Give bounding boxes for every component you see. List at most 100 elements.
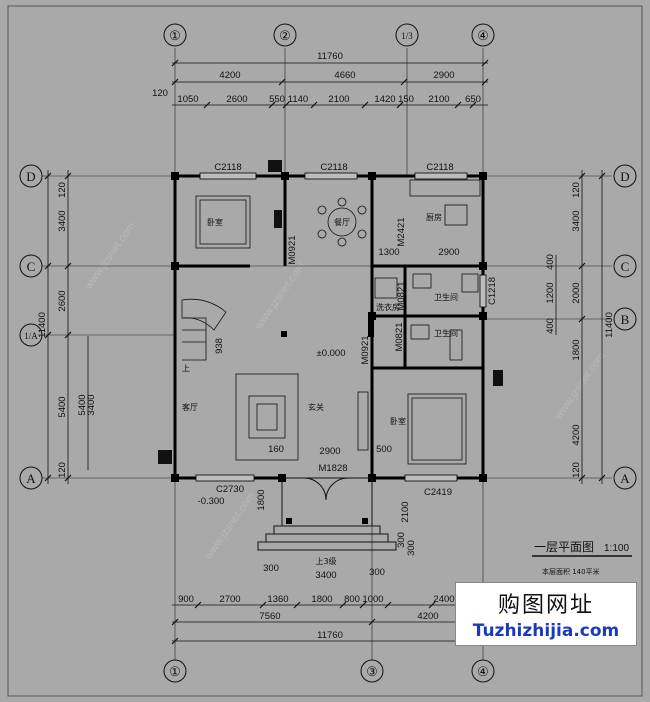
- dim-top-small: 2100: [428, 94, 449, 105]
- room-label: 餐厅: [334, 218, 350, 227]
- dim-bottom-small: 2700: [219, 594, 240, 605]
- dim-left: 120: [57, 462, 68, 478]
- misc-dim: 1800: [256, 489, 267, 510]
- axis-label-top: 1/3: [401, 31, 413, 41]
- drawing-scale: 1:100: [604, 543, 629, 554]
- misc-dim: 160: [268, 444, 284, 455]
- dim-right: 120: [571, 462, 582, 478]
- misc-dim: 300: [406, 540, 417, 556]
- dim-top-small: 1140: [288, 94, 308, 105]
- floor-area: 本层面积 140平米: [542, 567, 600, 576]
- dim-right: 4200: [571, 424, 582, 445]
- door-tag: M1828: [318, 463, 347, 474]
- axis-label-left: 1/A: [24, 331, 38, 341]
- watermark-cn: 购图网址: [497, 593, 594, 618]
- dim-right: 3400: [571, 210, 582, 231]
- dim-bottom-mid: 7560: [259, 611, 280, 622]
- door-tag: M0921: [287, 235, 298, 264]
- dim-total-bottom: 11760: [317, 630, 343, 641]
- axis-label-right: A: [620, 471, 630, 486]
- dim-bottom-small: 800: [344, 594, 360, 605]
- room-label: 卧室: [207, 217, 223, 227]
- drawing-title: 一层平面图: [534, 540, 594, 554]
- watermark-badge: 购图网址 Tuzhizhijia.com: [455, 582, 637, 646]
- window-tag: C1218: [487, 277, 498, 305]
- dim-left-inner: 5400: [77, 394, 88, 415]
- room-label: 玄关: [308, 402, 324, 412]
- axis-label-right: B: [621, 312, 630, 327]
- misc-dim: 3400: [86, 394, 97, 415]
- dim-right: 2000: [571, 282, 582, 303]
- dim-top-small: 650: [465, 94, 481, 105]
- misc-dim: 1300: [378, 247, 399, 258]
- dim-top: 2900: [433, 70, 454, 81]
- axis-label-right: D: [620, 169, 629, 184]
- axis-label-bottom: ④: [477, 664, 489, 679]
- dim-top: 4200: [219, 70, 240, 81]
- misc-dim: 938: [214, 338, 225, 354]
- dim-total-top: 11760: [317, 51, 343, 62]
- dim-bottom-mid: 4200: [417, 611, 438, 622]
- misc-dim: 500: [376, 444, 392, 455]
- misc-dim: 2100: [400, 501, 411, 522]
- dim-right-inner: 400: [545, 254, 556, 270]
- room-label: 卫生间: [434, 292, 458, 302]
- dim-porch: 300: [263, 563, 279, 574]
- dim-left: 5400: [57, 396, 68, 417]
- dim-top-small: 550: [269, 94, 285, 105]
- dim-left: 120: [57, 182, 68, 198]
- dim-bottom-small: 1000: [362, 594, 383, 605]
- axis-label-left: D: [26, 169, 35, 184]
- axis-label-top: ②: [279, 28, 291, 43]
- axis-label-right: C: [621, 259, 630, 274]
- room-label: 上3级: [315, 556, 336, 566]
- axis-label-left: C: [27, 259, 36, 274]
- door-tag: M2421: [396, 217, 407, 246]
- outside-level: -0.300: [198, 496, 225, 507]
- dim-right-outer: 11400: [604, 312, 615, 338]
- dim-right: 120: [571, 182, 582, 198]
- dim-left: 2600: [57, 290, 68, 311]
- window-tag: C2730: [216, 484, 244, 495]
- dim-right: 1800: [571, 339, 582, 360]
- dim-right-inner: 400: [545, 318, 556, 334]
- door-tag: M0821: [394, 322, 405, 351]
- dim-left: 3400: [57, 210, 68, 231]
- dim-right-inner: 1200: [545, 282, 556, 303]
- axis-label-left: A: [26, 471, 36, 486]
- room-label: 洗衣房: [376, 302, 400, 312]
- axis-label-bottom: ①: [169, 664, 181, 679]
- door-tag: M0821: [396, 281, 407, 310]
- dim-top-offset: 120: [152, 88, 168, 99]
- misc-dim: 2900: [319, 446, 340, 457]
- axis-label-top: ①: [169, 28, 181, 43]
- misc-dim: 2900: [438, 247, 459, 258]
- dim-top: 4660: [334, 70, 355, 81]
- axis-label-top: ④: [477, 28, 489, 43]
- dim-top-small: 150: [398, 94, 414, 105]
- dim-bottom-small: 2400: [433, 594, 454, 605]
- dim-top-small: 2600: [226, 94, 247, 105]
- dim-bottom-small: 900: [178, 594, 194, 605]
- room-label: 卧室: [390, 416, 406, 426]
- site-watermark: www.jzsnet.com: [82, 220, 138, 292]
- window-tag: C2118: [320, 162, 347, 173]
- site-watermark: www.jzsnet.com: [252, 260, 308, 332]
- dim-bottom-small: 1800: [311, 594, 332, 605]
- watermark-url: Tuzhizhijia.com: [472, 621, 620, 641]
- window-tag: C2118: [214, 162, 241, 173]
- room-label: 上: [182, 364, 190, 373]
- dim-top-small: 2100: [328, 94, 349, 105]
- dim-top-small: 1420: [374, 94, 395, 105]
- dim-bottom-small: 1360: [267, 594, 288, 605]
- floor-level: ±0.000: [317, 348, 346, 359]
- dim-porch: 3400: [315, 570, 336, 581]
- dim-porch: 300: [369, 567, 385, 578]
- room-label: 卫生间: [434, 328, 458, 338]
- misc-dim: 300: [396, 532, 407, 548]
- dim-top-small: 1050: [177, 94, 198, 105]
- door-tag: M0921: [360, 335, 371, 364]
- room-label: 客厅: [182, 402, 198, 412]
